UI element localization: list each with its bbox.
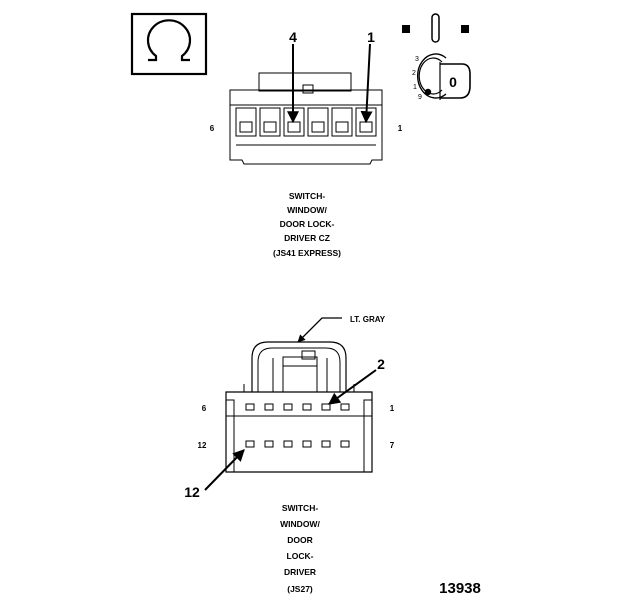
callout-arrow-2 bbox=[328, 369, 377, 405]
svg-text:SWITCH-: SWITCH- bbox=[282, 503, 319, 513]
svg-text:LOCK-: LOCK- bbox=[287, 551, 314, 561]
position-1: 1 bbox=[413, 84, 417, 91]
connector-top: 4 1 6 1 SWITCH- WINDOW/ DOOR LOCK- DRIVE… bbox=[210, 29, 403, 258]
pin-label-12: 12 bbox=[198, 441, 207, 450]
position-2: 2 bbox=[412, 70, 416, 77]
svg-text:DRIVER CZ: DRIVER CZ bbox=[284, 233, 330, 243]
terminal-cavities bbox=[235, 107, 377, 137]
svg-text:WINDOW/: WINDOW/ bbox=[280, 519, 320, 529]
connector-bottom-caption: SWITCH- WINDOW/ DOOR LOCK- DRIVER (JS27) bbox=[280, 503, 320, 594]
connector-top-caption: SWITCH- WINDOW/ DOOR LOCK- DRIVER CZ (JS… bbox=[273, 191, 341, 258]
svg-text:DOOR LOCK-: DOOR LOCK- bbox=[280, 219, 335, 229]
svg-text:(JS41 EXPRESS): (JS41 EXPRESS) bbox=[273, 248, 341, 258]
callout-12: 12 bbox=[184, 484, 200, 500]
callout-arrow-12 bbox=[204, 449, 245, 491]
svg-text:DOOR: DOOR bbox=[287, 535, 313, 545]
callout-arrow-1 bbox=[360, 43, 373, 124]
connector-bottom: LT. GRAY 2 12 6 1 12 7 SWITCH- WINDOW/ D… bbox=[184, 315, 395, 594]
key-label: 0 bbox=[449, 74, 457, 90]
omega-resistance-icon bbox=[130, 12, 208, 76]
terminal-row-bottom bbox=[245, 440, 350, 448]
pin-label-6: 6 bbox=[202, 404, 207, 413]
color-leader bbox=[297, 317, 342, 343]
pin-label-1: 1 bbox=[390, 404, 395, 413]
svg-text:(JS27): (JS27) bbox=[287, 584, 313, 594]
position-9: 9 bbox=[418, 94, 422, 101]
pin-label-right: 1 bbox=[398, 124, 403, 133]
svg-text:WINDOW/: WINDOW/ bbox=[287, 205, 327, 215]
pin-label-7: 7 bbox=[390, 441, 395, 450]
callout-2: 2 bbox=[377, 356, 385, 372]
figure-number: 13938 bbox=[439, 580, 481, 597]
callout-4: 4 bbox=[289, 29, 297, 45]
terminal-row-top bbox=[245, 403, 350, 411]
svg-text:SWITCH-: SWITCH- bbox=[289, 191, 326, 201]
svg-text:DRIVER: DRIVER bbox=[284, 567, 316, 577]
callout-1: 1 bbox=[367, 29, 375, 45]
ignition-switch-icon: 0 3 2 1 9 bbox=[402, 13, 471, 101]
position-3: 3 bbox=[415, 56, 419, 63]
pin-label-left: 6 bbox=[210, 124, 215, 133]
color-label: LT. GRAY bbox=[350, 315, 386, 324]
